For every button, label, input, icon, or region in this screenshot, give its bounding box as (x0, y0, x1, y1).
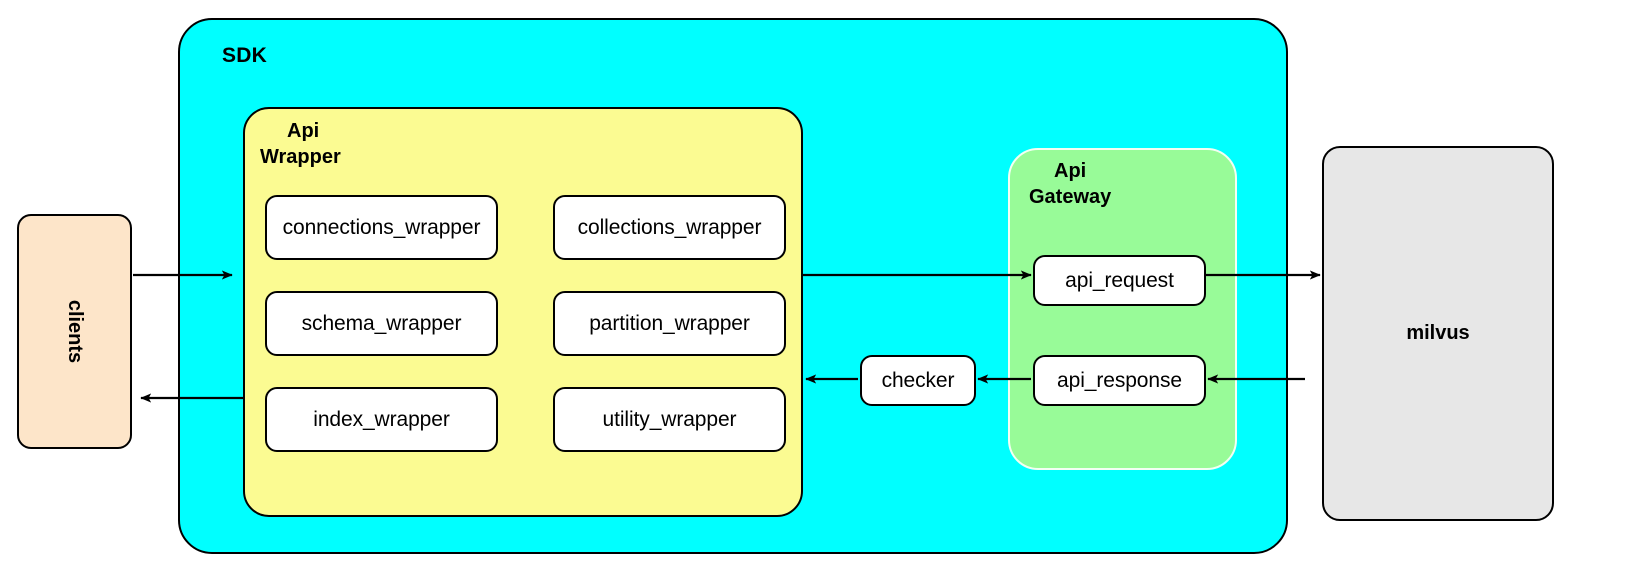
node-api-request[interactable]: api_request (1033, 255, 1206, 306)
node-connections-wrapper-label: connections_wrapper (282, 215, 481, 239)
node-partition-wrapper[interactable]: partition_wrapper (553, 291, 786, 356)
node-connections-wrapper[interactable]: connections_wrapper (265, 195, 498, 260)
api-gateway-label: Api Gateway (1029, 159, 1111, 210)
node-api-response-label: api_response (1057, 368, 1182, 392)
node-checker[interactable]: checker (860, 355, 976, 406)
node-collections-wrapper[interactable]: collections_wrapper (553, 195, 786, 260)
node-clients-label: clients (63, 299, 86, 364)
node-collections-wrapper-label: collections_wrapper (577, 215, 762, 239)
node-checker-label: checker (881, 368, 955, 392)
node-milvus[interactable]: milvus (1322, 146, 1554, 521)
api-wrapper-label-line1: Api (287, 120, 320, 142)
node-api-request-label: api_request (1065, 268, 1174, 292)
node-schema-wrapper[interactable]: schema_wrapper (265, 291, 498, 356)
node-schema-wrapper-label: schema_wrapper (301, 311, 462, 335)
node-clients[interactable]: clients (17, 214, 132, 449)
api-gateway-label-line1: Api (1054, 160, 1087, 182)
node-milvus-label: milvus (1406, 322, 1470, 344)
node-index-wrapper-label: index_wrapper (313, 407, 450, 431)
node-index-wrapper[interactable]: index_wrapper (265, 387, 498, 452)
node-api-response[interactable]: api_response (1033, 355, 1206, 406)
node-utility-wrapper[interactable]: utility_wrapper (553, 387, 786, 452)
node-utility-wrapper-label: utility_wrapper (602, 407, 737, 431)
api-wrapper-label-line2: Wrapper (260, 145, 341, 168)
api-gateway-container[interactable]: Api Gateway (1008, 148, 1237, 470)
api-wrapper-label: Api Wrapper (260, 119, 341, 170)
node-partition-wrapper-label: partition_wrapper (589, 311, 750, 335)
api-gateway-label-line2: Gateway (1029, 185, 1112, 208)
sdk-label: SDK (222, 44, 267, 67)
